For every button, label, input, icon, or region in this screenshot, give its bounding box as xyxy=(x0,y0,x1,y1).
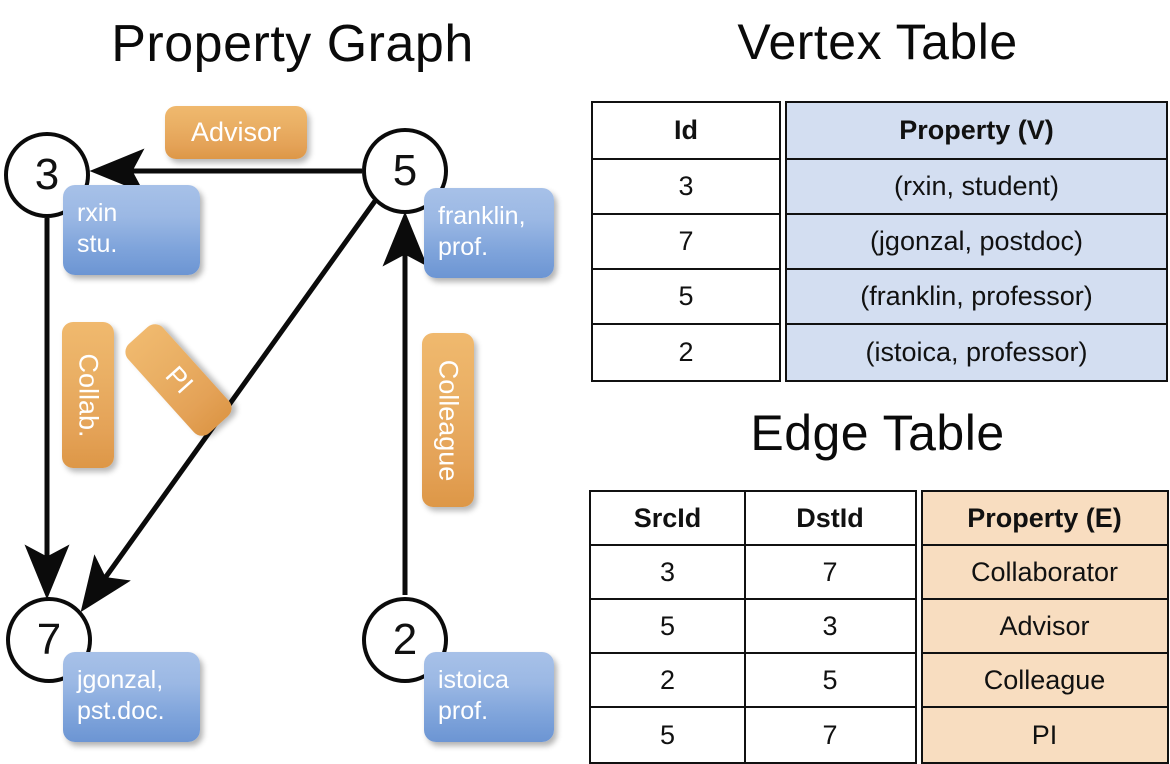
vertex-node-2[interactable]: 2 xyxy=(362,597,448,683)
table-cell: Collaborator xyxy=(922,546,1167,600)
vertex-table-header-property: Property (V) xyxy=(787,103,1166,160)
table-cell: 3 xyxy=(593,160,779,215)
table-cell: Colleague xyxy=(922,654,1167,708)
table-cell: 5 xyxy=(591,600,744,654)
vertex-table: Id 3 7 5 2 Property (V) (rxin, student) … xyxy=(591,101,1168,382)
edge-label-colleague-text: Colleague xyxy=(433,359,464,481)
vertex-node-7-label: 7 xyxy=(36,615,62,664)
vertex-property-box-2[interactable]: istoica prof. xyxy=(424,652,554,742)
vertex-property-box-3-line2: stu. xyxy=(77,230,118,258)
table-cell: 3 xyxy=(745,600,915,654)
vertex-property-box-5-line2: prof. xyxy=(438,233,489,261)
vertex-property-box-3-line1: rxin xyxy=(77,199,118,227)
edge-table-srcid-column: SrcId 3 5 2 5 xyxy=(589,490,746,764)
vertex-node-5-label: 5 xyxy=(392,146,418,195)
vertex-property-box-7[interactable]: jgonzal, pst.doc. xyxy=(63,652,200,742)
table-cell: PI xyxy=(1031,719,1058,750)
vertex-node-3-label: 3 xyxy=(34,150,60,199)
property-graph-panel: 3 5 7 2 rxin stu. franklin, prof. jgonza… xyxy=(0,0,585,760)
table-cell: 2 xyxy=(591,654,744,708)
edge-table-header-property: Property (E) xyxy=(922,492,1167,546)
table-cell: Advisor xyxy=(922,600,1167,654)
table-cell: (rxin, student) xyxy=(787,160,1166,215)
vertex-property-box-7-line1: jgonzal, xyxy=(77,666,164,694)
vertex-property-box-7-line2: pst.doc. xyxy=(77,697,165,725)
vertex-table-header-id: Id xyxy=(593,103,779,160)
table-cell: 5 xyxy=(593,270,779,325)
edge-table-header-srcid: SrcId xyxy=(591,492,744,546)
page-title-edge-table: Edge Table xyxy=(750,405,1005,461)
edge-label-pi-text: PI xyxy=(159,360,199,400)
vertex-table-property-column: Property (V) (rxin, student) (jgonzal, p… xyxy=(785,101,1168,382)
table-cell: (jgonzal, postdoc) xyxy=(787,215,1166,270)
page-title-vertex-table: Vertex Table xyxy=(737,14,1018,70)
table-cell: (franklin, professor) xyxy=(787,270,1166,325)
vertex-property-box-5[interactable]: franklin, prof. xyxy=(424,188,554,278)
table-cell: 5 xyxy=(659,719,676,750)
vertex-property-box-3[interactable]: rxin stu. xyxy=(63,185,200,275)
table-cell: 5 xyxy=(745,654,915,708)
vertex-property-box-2-line2: prof. xyxy=(438,697,489,725)
edge-label-advisor[interactable]: Advisor xyxy=(165,106,307,159)
vertex-property-box-2-line1: istoica xyxy=(438,666,509,694)
page-title-property-graph: Property Graph xyxy=(111,15,474,73)
edge-label-colleague[interactable]: Colleague xyxy=(422,333,474,507)
table-cell: 7 xyxy=(593,215,779,270)
edge-table-header-dstid: DstId xyxy=(745,492,915,546)
edge-table: SrcId 3 5 2 5 DstId 7 3 5 7 Property (E)… xyxy=(589,490,1169,764)
edge-table-property-column: Property (E) Collaborator Advisor Collea… xyxy=(920,490,1169,764)
vertex-node-2-label: 2 xyxy=(392,615,418,664)
table-cell: (istoica, professor) xyxy=(865,337,1088,367)
table-cell: 3 xyxy=(591,546,744,600)
table-cell: 2 xyxy=(678,337,694,367)
table-cell: 7 xyxy=(745,546,915,600)
vertex-property-box-5-line1: franklin, xyxy=(438,202,526,230)
vertex-table-id-column: Id 3 7 5 2 xyxy=(591,101,781,382)
edge-table-dstid-column: DstId 7 3 5 7 xyxy=(743,490,917,764)
edge-label-collab-text: Collab. xyxy=(73,352,104,438)
edge-label-advisor-text: Advisor xyxy=(190,117,282,147)
table-cell: 7 xyxy=(822,719,838,750)
edge-label-collab[interactable]: Collab. xyxy=(62,322,114,468)
